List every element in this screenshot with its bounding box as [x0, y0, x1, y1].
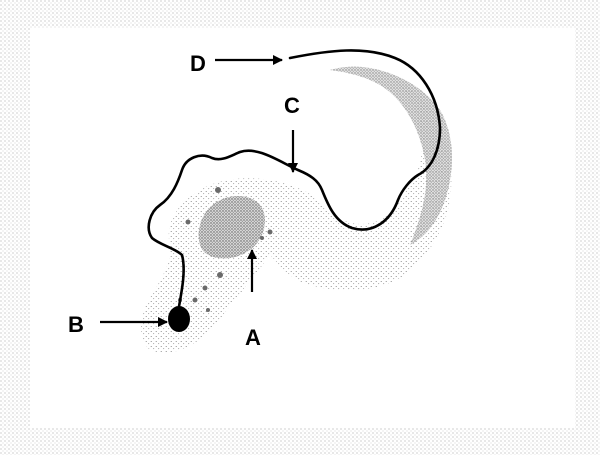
label-d: D [190, 53, 206, 75]
label-a: A [245, 327, 261, 349]
dark-granule [168, 306, 190, 332]
label-b: B [68, 314, 84, 336]
label-c: C [284, 95, 300, 117]
